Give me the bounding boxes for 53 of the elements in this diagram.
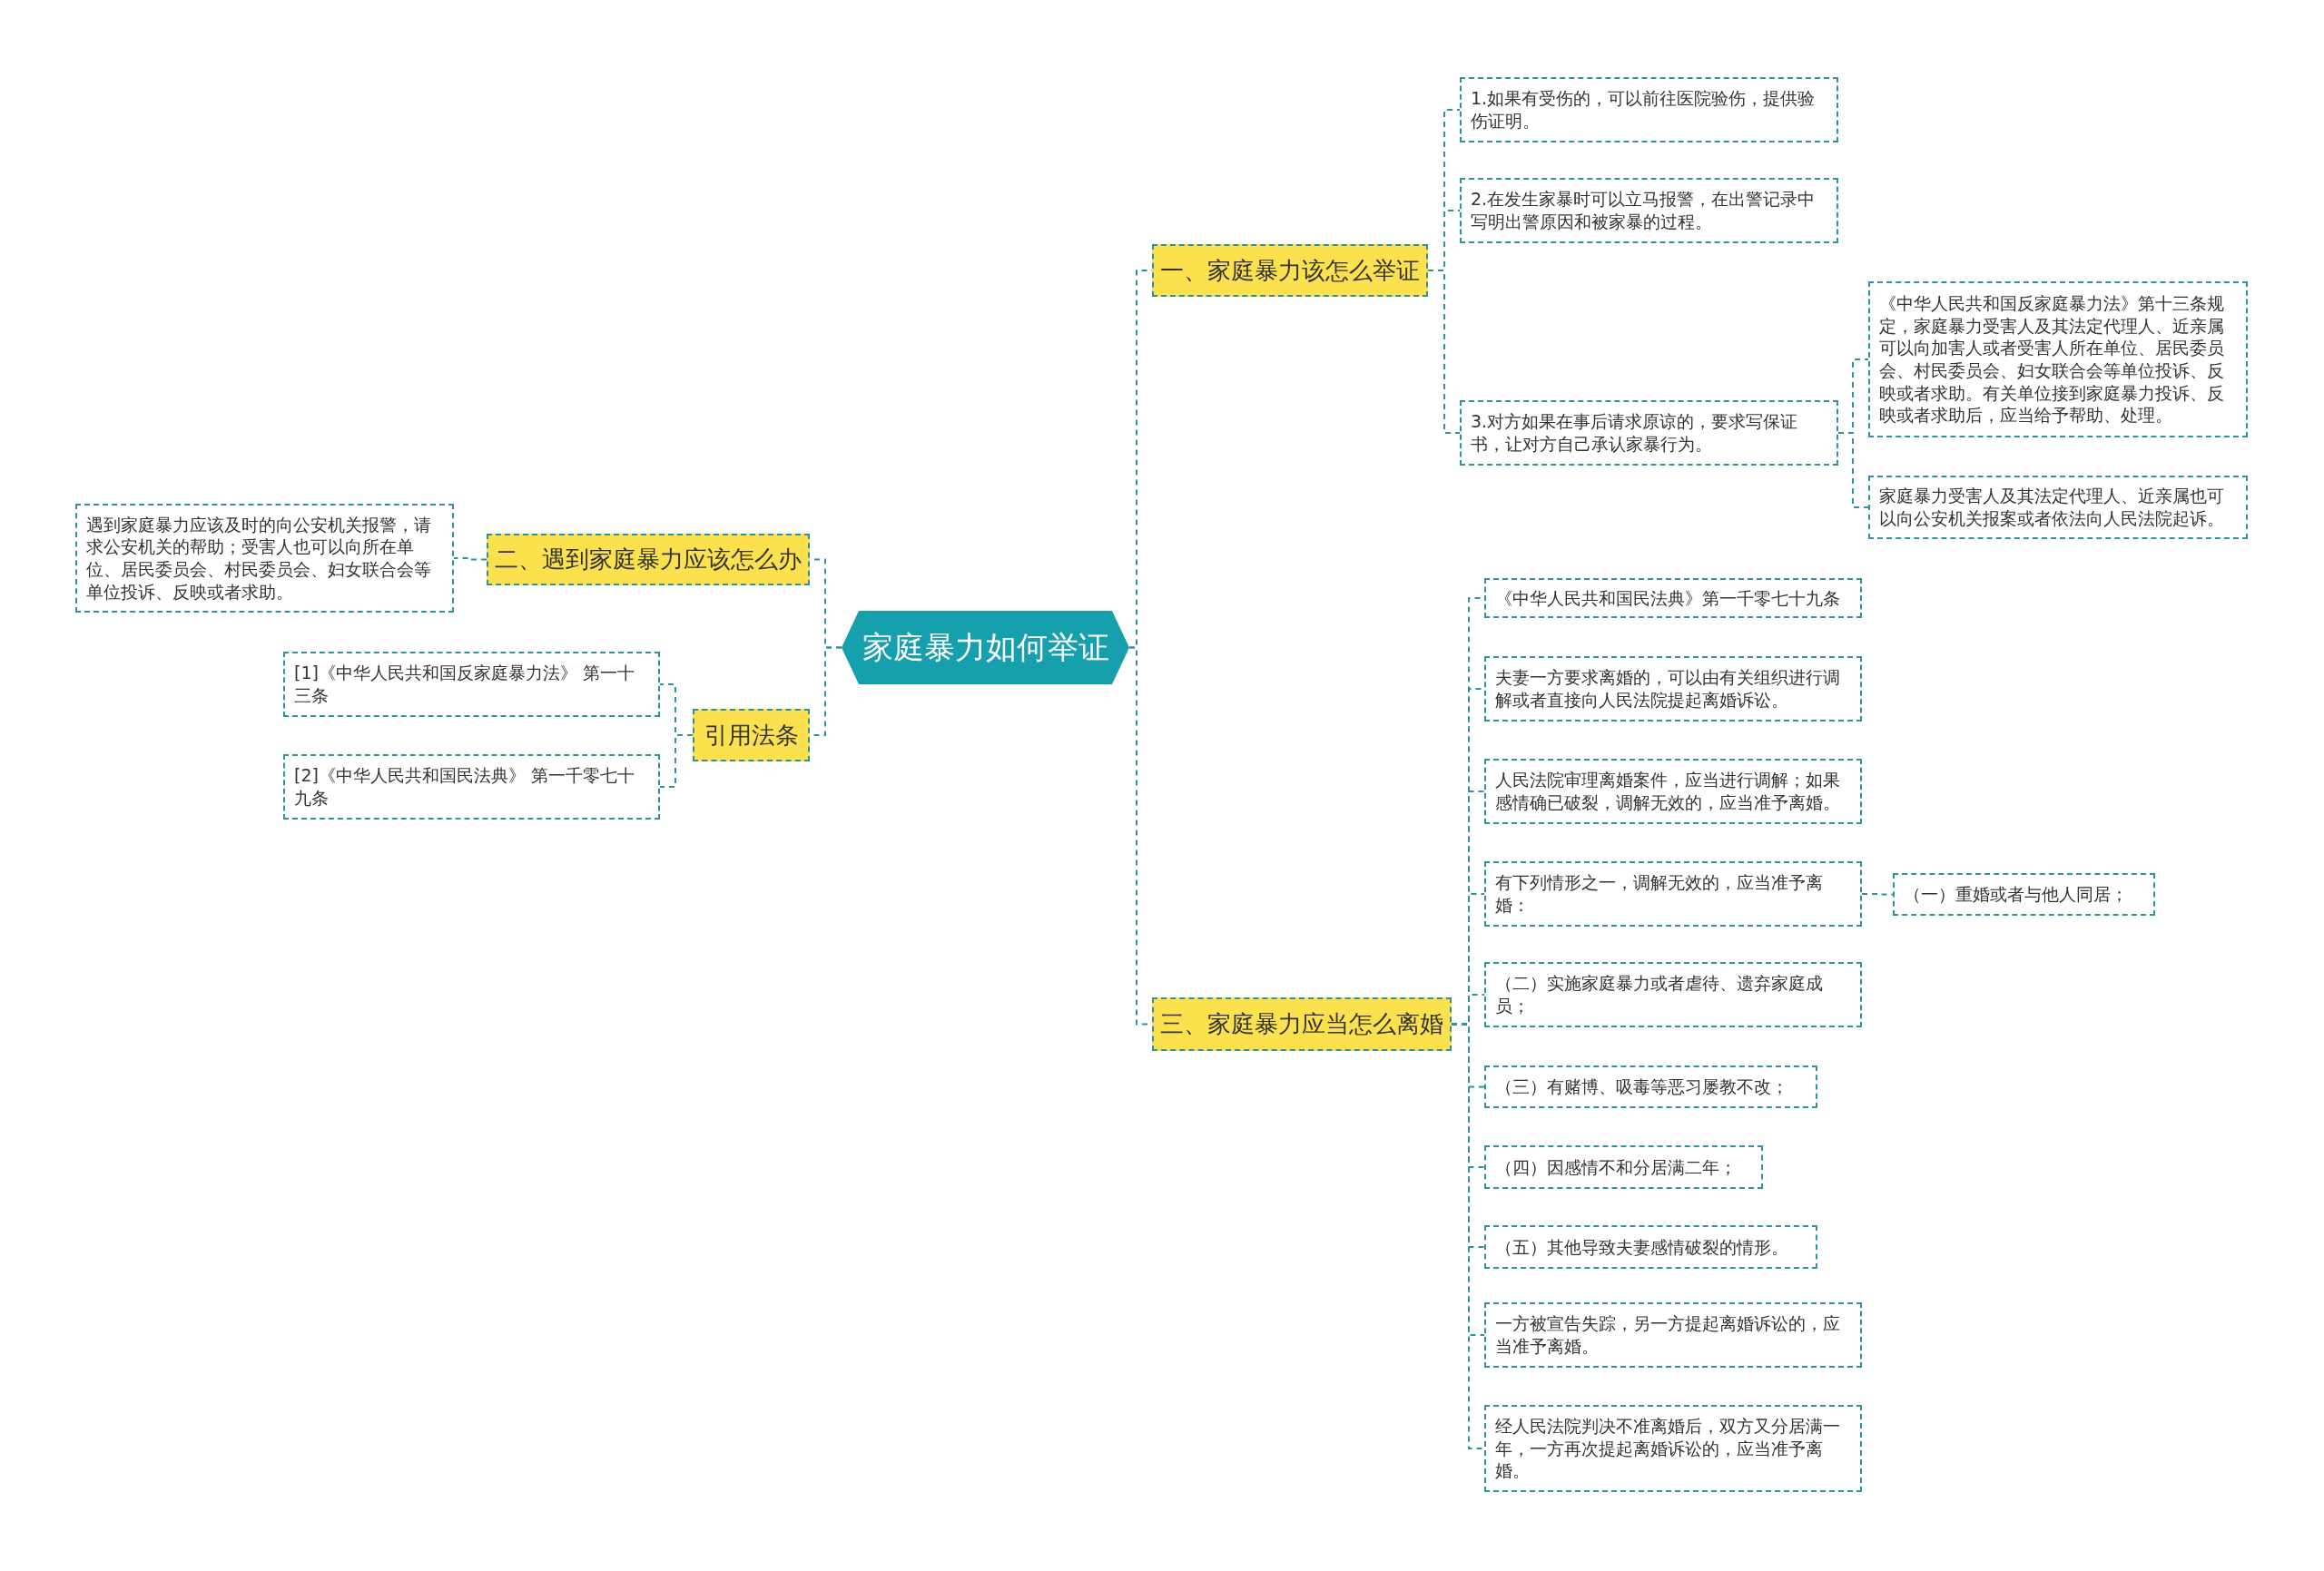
connector-line: [1837, 432, 1869, 508]
node-text: （二）实施家庭暴力或者虐待、遗弃家庭成员；: [1495, 972, 1824, 1017]
connector-line: [1861, 893, 1894, 896]
branch-box: [693, 709, 810, 761]
text-box: [283, 652, 660, 717]
text-box: [1484, 962, 1862, 1027]
branch-box: [1152, 997, 1452, 1051]
node-text: 经人民法院判决不准离婚后，双方又分居满一年，一方再次提起离婚诉讼的，应当准予离婚。: [1495, 1414, 1841, 1483]
branch-box: [1152, 244, 1428, 297]
node-text: 2.在发生家暴时可以立马报警，在出警记录中写明出警原因和被家暴的过程。: [1471, 188, 1817, 233]
text-box: [1484, 578, 1862, 618]
node-text: 二、遇到家庭暴力应该怎么办: [495, 545, 802, 574]
text-box: [1868, 476, 2248, 539]
node-text: 人民法院审理离婚案件，应当进行调解；如果感情确已破裂，调解无效的，应当准予离婚。: [1495, 769, 1841, 814]
node-text: 三、家庭暴力应当怎么离婚: [1160, 1009, 1443, 1039]
node-text: 遇到家庭暴力应该及时的向公安机关报警，请求公安机关的帮助；受害人也可以向所在单位、居民委员会、村民委员会、妇女联合会等单位投诉、反映或者求助。: [86, 513, 432, 604]
text-box: [1484, 861, 1862, 927]
text-box: [1484, 1145, 1763, 1189]
text-box: [1484, 1405, 1862, 1492]
text-box: [1868, 281, 2248, 437]
node-text: 《中华人民共和国反家庭暴力法》第十三条规定，家庭暴力受害人及其法定代理人、近亲属可以向加害人或者受害人所在单位、居民委员会、村民委员会、妇女联合会等单位投诉、反映或者求助。有关单位接到家庭暴力投诉、反映或者求助后，应当给予帮助、处理。: [1879, 291, 2225, 427]
topic-label: 家庭暴力如何举证: [862, 627, 1109, 667]
topic-hexagon: [842, 611, 1129, 684]
node-text: 1.如果有受伤的，可以前往医院验伤，提供验伤证明。: [1471, 87, 1817, 133]
node-text: 夫妻一方要求离婚的，可以由有关组织进行调解或者直接向人民法院提起离婚诉讼。: [1495, 666, 1841, 712]
node-text: 3.对方如果在事后请求原谅的，要求写保证书，让对方自己承认家暴行为。: [1471, 410, 1799, 456]
connector-line: [453, 557, 487, 561]
text-box: [283, 754, 660, 820]
connector-line: [659, 734, 694, 788]
connector-line: [1427, 270, 1461, 434]
node-text: （一）重婚或者与他人同居；: [1904, 883, 2128, 906]
branch-box: [487, 534, 810, 585]
text-box: [1484, 1302, 1862, 1368]
node-text: （五）其他导致夫妻感情破裂的情形。: [1495, 1235, 1788, 1259]
node-text: 引用法条: [704, 720, 799, 751]
text-box: [1460, 178, 1838, 243]
node-text: 一方被宣告失踪，另一方提起离婚诉讼的，应当准予离婚。: [1495, 1312, 1841, 1358]
text-box: [1484, 1225, 1817, 1269]
node-text: （四）因感情不和分居满二年；: [1495, 1155, 1737, 1179]
node-text: 《中华人民共和国民法典》第一千零七十九条: [1495, 586, 1840, 610]
node-text: [2]《中华人民共和国民法典》 第一千零七十九条: [294, 764, 635, 810]
text-box: [1460, 400, 1838, 466]
node-text: 一、家庭暴力该怎么举证: [1160, 255, 1420, 286]
text-box: [1484, 1065, 1817, 1108]
text-box: [1484, 656, 1862, 722]
node-text: [1]《中华人民共和国反家庭暴力法》 第一十三条: [294, 662, 635, 707]
node-text: （三）有赌博、吸毒等恶习屡教不改；: [1495, 1075, 1788, 1098]
text-box: [1460, 77, 1838, 142]
text-box: [1484, 759, 1862, 824]
text-box: [1893, 873, 2155, 916]
node-text: 有下列情形之一，调解无效的，应当准予离婚：: [1495, 871, 1824, 917]
text-box: [75, 504, 454, 613]
node-text: 家庭暴力受害人及其法定代理人、近亲属也可以向公安机关报案或者依法向人民法院起诉。: [1879, 485, 2225, 530]
